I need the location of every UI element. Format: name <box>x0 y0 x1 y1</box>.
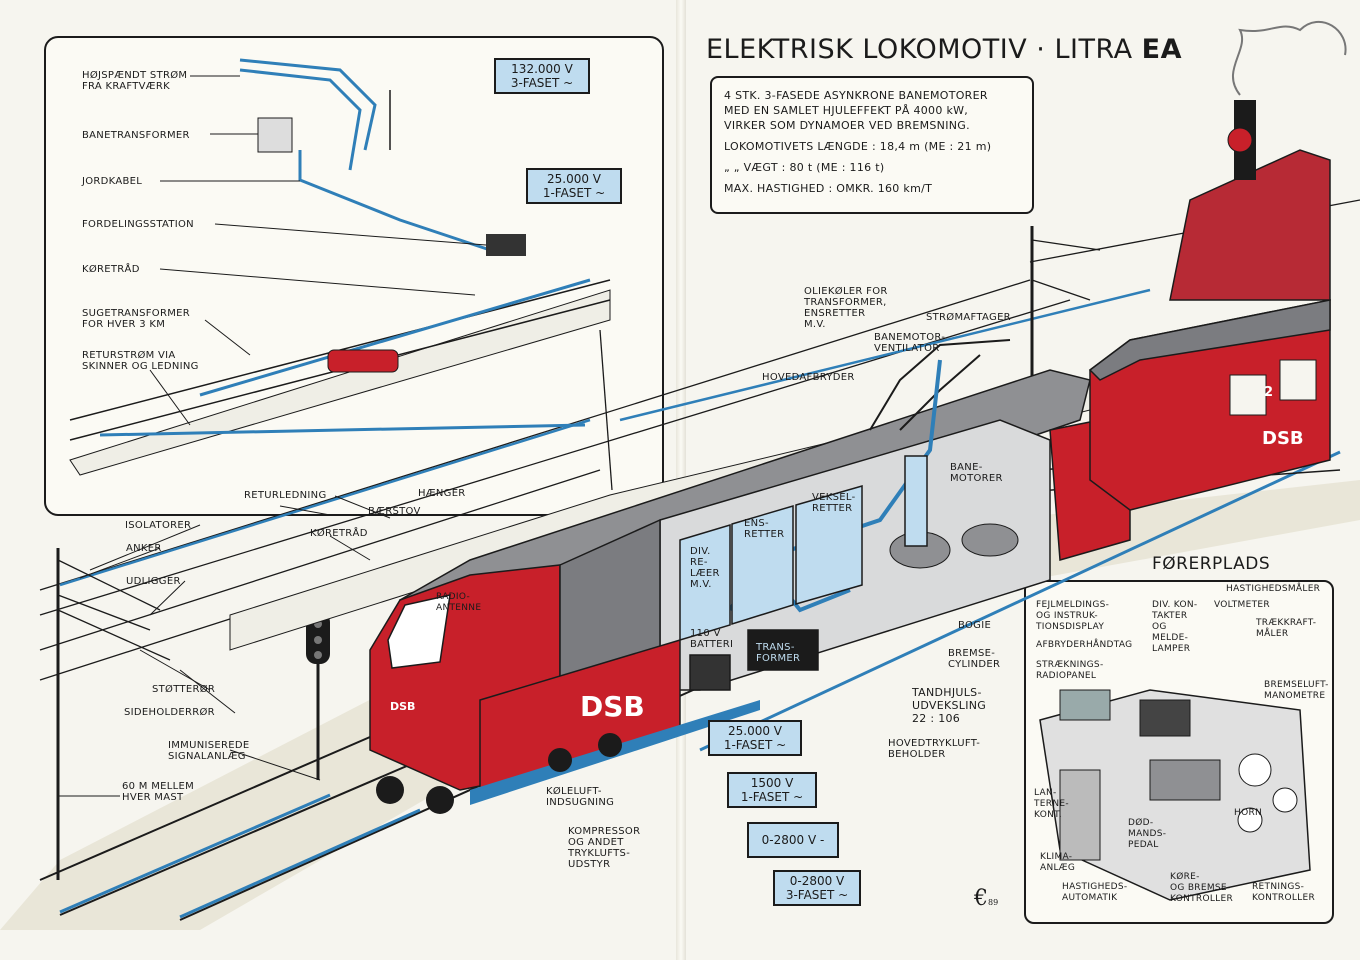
cab-label-horn: HORN <box>1234 808 1263 818</box>
voltage-132kv: 132.000 V 3-FASET ~ <box>494 58 590 94</box>
cab-artwork <box>1039 689 1311 901</box>
label-banetransformer: BANETRANSFORMER <box>82 130 190 141</box>
cab-label-hastighedsautomatik: HASTIGHEDS- AUTOMATIK <box>1062 882 1128 903</box>
artist-signature: €89 <box>974 886 998 911</box>
label-immuniserede: IMMUNISEREDE SIGNALANLÆG <box>168 740 250 762</box>
cab-label-kore-bremse: KØRE- OG BREMSE- KONTROLLER <box>1170 872 1234 904</box>
label-kompressor: KOMPRESSOR OG ANDET TRYKLUFTS- UDSTYR <box>568 826 641 870</box>
dsb-logo-main: DSB <box>580 690 645 723</box>
label-tandhjul: TANDHJULS- UDVEKSLING 22 : 106 <box>912 686 987 725</box>
inset-artwork <box>69 58 613 491</box>
label-banemotorer: BANE- MOTORER <box>950 462 1003 484</box>
title-text: ELEKTRISK LOKOMOTIV · LITRA <box>706 34 1142 65</box>
signature-year: 89 <box>988 898 999 907</box>
label-koleluft: KØLELUFT- INDSUGNING <box>546 786 615 808</box>
dsb-logo-small: DSB <box>390 700 416 713</box>
track-bed <box>0 480 1360 930</box>
cab-label-straekning: STRÆKNINGS- RADIOPANEL <box>1036 660 1104 681</box>
cab-label-afbryder: AFBRYDERHÅNDTAG <box>1036 640 1133 650</box>
label-oliekoler: OLIEKØLER FOR TRANSFORMER, ENSRETTER M.V… <box>804 286 888 330</box>
cab-label-voltmeter: VOLTMETER <box>1214 600 1270 610</box>
label-haenger: HÆNGER <box>418 488 466 499</box>
return-line <box>59 288 1151 587</box>
dsb-logo-coach: DSB <box>1262 428 1304 449</box>
label-hovedtrykluft: HOVEDTRYKLUFT- BEHOLDER <box>888 738 981 760</box>
equipment-boxes <box>679 455 928 691</box>
label-udligger: UDLIGGER <box>126 576 181 587</box>
label-hojspandt: HØJSPÆNDT STRØM FRA KRAFTVÆRK <box>82 70 188 92</box>
page-title: ELEKTRISK LOKOMOTIV · LITRA EA <box>706 34 1182 65</box>
label-koretraad-inset: KØRETRÅD <box>82 264 140 275</box>
signal-mast <box>306 612 330 780</box>
steam-locomotive <box>1169 20 1347 301</box>
coach-number: 2 <box>1264 385 1274 400</box>
voltage-1500v: 1500 V 1-FASET ~ <box>727 772 817 808</box>
cab-label-bremseluft: BREMSELUFT- MANOMETRE <box>1264 680 1329 701</box>
label-koretraad: KØRETRÅD <box>310 528 368 539</box>
cab-label-retning: RETNINGS- KONTROLLER <box>1252 882 1316 903</box>
label-batteri: 110 V BATTERI <box>690 628 734 650</box>
label-ensretter: ENS- RETTER <box>744 518 785 540</box>
cab-label-traekkraft: TRÆKKRAFT- MÅLER <box>1256 618 1317 639</box>
voltage-0-2800v-ac: 0-2800 V 3-FASET ~ <box>773 870 861 906</box>
label-bogie: BOGIE <box>958 620 992 631</box>
label-sugetransformer: SUGETRANSFORMER FOR HVER 3 km <box>82 308 191 330</box>
voltage-25kv-inset: 25.000 V 1-FASET ~ <box>526 168 622 204</box>
label-banemotorventilator: BANEMOTOR- VENTILATOR <box>874 332 946 354</box>
return-current-rails <box>59 450 1341 919</box>
label-returledning: RETURLEDNING <box>244 490 327 501</box>
label-jordkabel: JORDKABEL <box>82 176 143 187</box>
label-div-relaeer: DIV. RE- LÆER M.V. <box>690 546 720 590</box>
label-transformer: TRANS- FORMER <box>756 642 801 664</box>
spec-motors: 4 STK. 3-FASEDE ASYNKRONE BANEMOTORER ME… <box>724 89 988 132</box>
label-vekselretter: VEKSEL- RETTER <box>812 492 856 514</box>
label-mast-distance: 60 m MELLEM HVER MAST <box>122 781 195 803</box>
voltage-0-2800v-dc: 0-2800 V - <box>747 822 839 858</box>
title-bold: EA <box>1141 34 1183 65</box>
cab-label-dodmand: DØD- MANDS- PEDAL <box>1128 818 1167 850</box>
label-returstrom: RETURSTRØM VIA SKINNER OG LEDNING <box>82 350 199 372</box>
cab-label-hastighedsmaaler: HASTIGHEDSMÅLER <box>1226 584 1321 594</box>
label-baerstov: BÆRSTOV <box>368 506 421 517</box>
spec-weight: „ „ VÆGT : 80 t (ME : 116 t) <box>724 161 885 174</box>
label-anker: ANKER <box>126 543 162 554</box>
cab-label-div-kontakter: DIV. KON- TAKTER OG MELDE- LAMPER <box>1152 600 1198 654</box>
mast-arms <box>57 239 1101 661</box>
cab-label-klima: KLIMA- ANLÆG <box>1040 852 1076 873</box>
spec-box: 4 STK. 3-FASEDE ASYNKRONE BANEMOTORER ME… <box>710 76 1034 214</box>
label-sideholderror: SIDEHOLDERRØR <box>124 707 215 718</box>
label-radioantenne: RADIO- ANTENNE <box>436 592 482 613</box>
signature-mark: € <box>974 886 988 911</box>
label-hovedafbryder: HOVEDAFBRYDER <box>762 372 855 383</box>
cab-title: FØRERPLADS <box>1152 554 1271 574</box>
spec-length: LOKOMOTIVETS LÆNGDE : 18,4 m (ME : 21 m) <box>724 140 992 153</box>
label-bremsecylinder: BREMSE- CYLINDER <box>948 648 1001 670</box>
coach <box>1088 299 1331 511</box>
label-stotteror: STØTTERØR <box>152 684 216 695</box>
cab-label-lanterne: LAN- TERNE- KONT. <box>1034 788 1069 820</box>
leader-lines <box>58 75 487 797</box>
spec-speed: MAX. HASTIGHED : OMKR. 160 km/T <box>724 182 933 195</box>
cab-label-fejlmelding: FEJLMELDINGS- OG INSTRUK- TIONSDISPLAY <box>1036 600 1110 632</box>
voltage-25kv: 25.000 V 1-FASET ~ <box>708 720 802 756</box>
label-isolatorer: ISOLATORER <box>125 520 192 531</box>
label-stromaftager: STRØMAFTAGER <box>926 312 1011 323</box>
label-fordelingsstation: FORDELINGSSTATION <box>82 219 194 230</box>
